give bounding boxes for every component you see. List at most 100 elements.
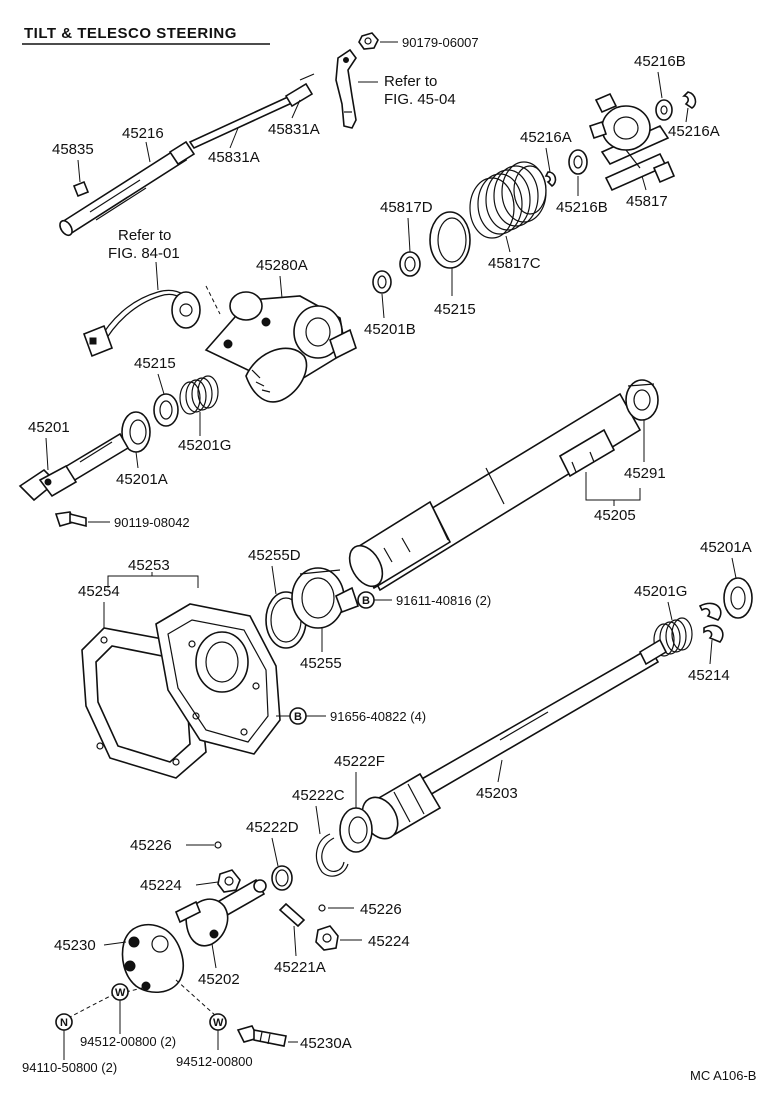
part-45216A-right-clip[interactable] bbox=[682, 91, 697, 109]
part-45202-joint-yoke[interactable] bbox=[174, 878, 267, 947]
part-45201G-spring[interactable] bbox=[179, 375, 219, 415]
label-45215-top[interactable]: 45215 bbox=[434, 301, 476, 318]
part-45201A-bearing[interactable] bbox=[121, 411, 151, 453]
svg-text:W: W bbox=[115, 987, 126, 999]
part-45215-collar[interactable] bbox=[153, 393, 179, 427]
part-45255-clamp[interactable] bbox=[291, 567, 360, 629]
label-45222D[interactable]: 45222D bbox=[246, 819, 299, 836]
part-45216B-ring[interactable] bbox=[568, 149, 588, 175]
part-45817-lever-assembly[interactable] bbox=[588, 92, 676, 192]
label-45203[interactable]: 45203 bbox=[476, 785, 518, 802]
label-45201[interactable]: 45201 bbox=[28, 419, 70, 436]
label-45222C[interactable]: 45222C bbox=[292, 787, 345, 804]
label-45216[interactable]: 45216 bbox=[122, 125, 164, 142]
part-45222C-snap-ring[interactable] bbox=[315, 833, 349, 877]
part-45817C-spring[interactable] bbox=[469, 161, 547, 239]
leader-45255D bbox=[271, 565, 277, 595]
label-45817[interactable]: 45817 bbox=[626, 193, 668, 210]
leader-45831A-top bbox=[291, 99, 301, 119]
part-45280A-tilt-bracket[interactable] bbox=[204, 291, 357, 403]
label-91656-40822[interactable]: 91656-40822 (4) bbox=[330, 709, 426, 724]
part-45230-yoke-bracket[interactable] bbox=[121, 923, 184, 993]
label-45280A[interactable]: 45280A bbox=[256, 257, 308, 274]
label-45222F[interactable]: 45222F bbox=[334, 753, 385, 770]
wire-harness-connector[interactable] bbox=[82, 289, 201, 358]
part-45214-retainer[interactable] bbox=[698, 602, 724, 643]
bracket-ref-45-04[interactable] bbox=[335, 48, 357, 129]
part-90179-06007-nut[interactable] bbox=[358, 32, 379, 50]
label-45201G[interactable]: 45201G bbox=[178, 437, 231, 454]
label-45221A[interactable]: 45221A bbox=[274, 959, 326, 976]
label-94512-00800[interactable]: 94512-00800 bbox=[176, 1054, 253, 1069]
label-45224-left[interactable]: 45224 bbox=[140, 877, 182, 894]
label-90119-08042[interactable]: 90119-08042 bbox=[114, 515, 190, 530]
ref-fig-84-01-line2: FIG. 84-01 bbox=[108, 245, 180, 262]
part-45222F-bearing[interactable] bbox=[339, 807, 373, 853]
label-94110-50800[interactable]: 94110-50800 (2) bbox=[22, 1060, 117, 1075]
circle-marker-w-right: W bbox=[209, 1013, 227, 1031]
label-45201G-right[interactable]: 45201G bbox=[634, 583, 687, 600]
label-45254[interactable]: 45254 bbox=[78, 583, 120, 600]
label-45205[interactable]: 45205 bbox=[594, 507, 636, 524]
part-45216-shaft[interactable] bbox=[57, 140, 196, 237]
part-45201A-right-bearing[interactable] bbox=[723, 577, 753, 619]
part-45226-right-pin[interactable] bbox=[318, 904, 326, 912]
part-45253-cover[interactable] bbox=[155, 603, 281, 755]
label-90179-06007[interactable]: 90179-06007 bbox=[402, 35, 479, 50]
part-45203-main-shaft[interactable] bbox=[355, 638, 668, 845]
part-45216B-top-ring[interactable] bbox=[655, 99, 673, 121]
leader-45230 bbox=[103, 941, 127, 946]
part-90119-08042-bolt[interactable] bbox=[54, 511, 87, 528]
label-45831A-top[interactable]: 45831A bbox=[268, 121, 320, 138]
label-45253[interactable]: 45253 bbox=[128, 557, 170, 574]
label-45817C[interactable]: 45817C bbox=[488, 255, 541, 272]
label-45255[interactable]: 45255 bbox=[300, 655, 342, 672]
svg-text:W: W bbox=[213, 1017, 224, 1029]
label-45202[interactable]: 45202 bbox=[198, 971, 240, 988]
part-45201-universal-joint[interactable] bbox=[18, 432, 130, 502]
label-45214[interactable]: 45214 bbox=[688, 667, 730, 684]
label-45216B[interactable]: 45216B bbox=[556, 199, 608, 216]
label-45224-right[interactable]: 45224 bbox=[368, 933, 410, 950]
part-45224-left-cap[interactable] bbox=[217, 869, 241, 893]
label-45226-right[interactable]: 45226 bbox=[360, 901, 402, 918]
label-45216B-top[interactable]: 45216B bbox=[634, 53, 686, 70]
label-45835[interactable]: 45835 bbox=[52, 141, 94, 158]
part-45224-right-cap[interactable] bbox=[315, 925, 339, 951]
label-45291[interactable]: 45291 bbox=[624, 465, 666, 482]
label-45230A[interactable]: 45230A bbox=[300, 1035, 352, 1052]
label-45255D[interactable]: 45255D bbox=[248, 547, 301, 564]
part-45817D-ring[interactable] bbox=[399, 251, 421, 277]
label-45817D[interactable]: 45817D bbox=[380, 199, 433, 216]
label-45201B[interactable]: 45201B bbox=[364, 321, 416, 338]
part-45201B-ring[interactable] bbox=[372, 270, 392, 294]
leader-45817C bbox=[505, 235, 511, 253]
part-45215-collar-top[interactable] bbox=[429, 211, 471, 269]
label-45226-left[interactable]: 45226 bbox=[130, 837, 172, 854]
leader-45201B bbox=[381, 293, 385, 319]
part-45835-key[interactable] bbox=[72, 180, 90, 198]
label-45201A[interactable]: 45201A bbox=[116, 471, 168, 488]
label-45215[interactable]: 45215 bbox=[134, 355, 176, 372]
part-45226-left-pin[interactable] bbox=[214, 841, 222, 849]
part-45831A-rod[interactable] bbox=[188, 73, 315, 150]
label-45230[interactable]: 45230 bbox=[54, 937, 96, 954]
part-45205-column-tube[interactable] bbox=[343, 392, 642, 592]
part-45201G-right-spring[interactable] bbox=[653, 617, 693, 657]
leader-45835 bbox=[77, 159, 81, 183]
label-45216A-right[interactable]: 45216A bbox=[668, 123, 720, 140]
label-45831A[interactable]: 45831A bbox=[208, 149, 260, 166]
label-91611-40816[interactable]: 91611-40816 (2) bbox=[396, 593, 491, 608]
label-94512-00800-2[interactable]: 94512-00800 (2) bbox=[80, 1034, 176, 1049]
label-45216A-left[interactable]: 45216A bbox=[520, 129, 572, 146]
part-45291-bushing[interactable] bbox=[625, 379, 659, 421]
part-45230A-bolt[interactable] bbox=[236, 1025, 287, 1047]
part-45222D-ring[interactable] bbox=[271, 865, 293, 891]
label-45201A-right[interactable]: 45201A bbox=[700, 539, 752, 556]
part-45216A-left-clip[interactable] bbox=[544, 171, 557, 188]
leader-45817D bbox=[407, 217, 411, 253]
part-45221A-pin[interactable] bbox=[278, 902, 306, 928]
diagram-code: MC A106-B bbox=[690, 1068, 756, 1083]
dashed-guide-w-right bbox=[175, 979, 217, 1017]
